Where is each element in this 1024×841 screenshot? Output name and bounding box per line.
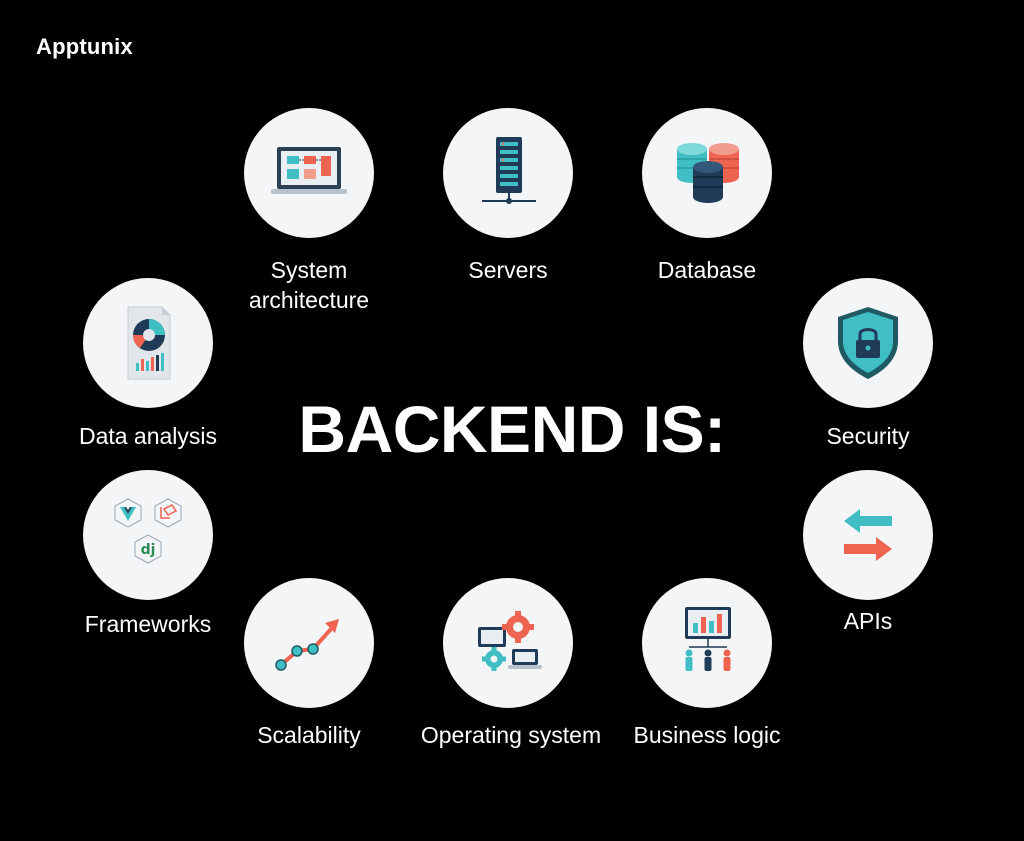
- database-circle: [642, 108, 772, 238]
- frameworks-label: Frameworks: [84, 611, 212, 637]
- database-label: Database: [657, 257, 757, 283]
- data-analysis-circle: [83, 278, 213, 408]
- server-rack-icon: [482, 137, 536, 204]
- frameworks-logos-icon: dj: [114, 498, 182, 564]
- apptunix-logo: Apptunix: [36, 34, 133, 59]
- security-label: Security: [826, 423, 910, 449]
- data-analysis-label: Data analysis: [78, 423, 218, 449]
- system-architecture-label: System architecture: [248, 257, 370, 313]
- svg-text:dj: dj: [141, 542, 156, 558]
- shield-lock-icon: [838, 307, 898, 379]
- scalability-circle: [244, 578, 374, 708]
- laptop-architecture-icon: [271, 147, 347, 194]
- apis-label: APIs: [843, 608, 893, 634]
- gears-devices-icon: [478, 611, 542, 671]
- scalability-label: Scalability: [257, 722, 361, 748]
- servers-circle: [443, 108, 573, 238]
- security-circle: [803, 278, 933, 408]
- apis-circle: [803, 470, 933, 600]
- operating-system-label: Operating system: [420, 722, 602, 748]
- servers-label: Servers: [468, 257, 548, 283]
- report-pie-chart-icon: [127, 306, 171, 380]
- frameworks-circle: dj: [83, 470, 213, 600]
- growth-chart-icon: [275, 619, 339, 671]
- business-chart-people-icon: [685, 607, 731, 671]
- operating-system-circle: [443, 578, 573, 708]
- business-logic-label: Business logic: [633, 722, 781, 748]
- business-logic-circle: [642, 578, 772, 708]
- system-architecture-circle: [244, 108, 374, 238]
- exchange-arrows-icon: [844, 509, 892, 561]
- database-cylinders-icon: [677, 143, 739, 203]
- diagram-title: BACKEND IS:: [298, 392, 726, 466]
